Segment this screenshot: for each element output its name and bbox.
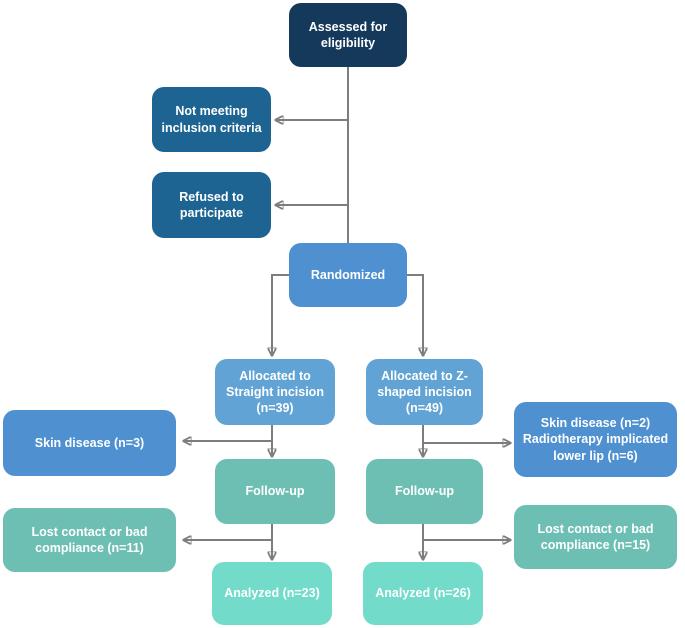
node-label: Analyzed (n=26): [375, 586, 471, 601]
node-label: Allocated to Z- shaped incision (n=49): [377, 368, 472, 416]
node-label: Lost contact or bad compliance (n=11): [31, 524, 148, 555]
node-allocated-straight-incision: Allocated to Straight incision (n=39): [215, 359, 335, 425]
node-label: Skin disease (n=3): [34, 435, 145, 450]
node-label: Refused to participate: [179, 189, 244, 220]
node-label: Randomized: [310, 267, 386, 282]
node-label: Assessed for eligibility: [308, 19, 388, 50]
node-label: Analyzed (n=23): [224, 586, 320, 601]
node-allocated-z-shaped-incision: Allocated to Z- shaped incision (n=49): [366, 359, 483, 425]
path-randomized-to-straight: [272, 274, 289, 355]
node-label: Skin disease (n=2) Radiotherapy implicat…: [522, 416, 669, 463]
node-label: Allocated to Straight incision (n=39): [226, 368, 324, 416]
node-not-meeting-inclusion-criteria: Not meeting inclusion criteria: [152, 87, 271, 152]
node-refused-to-participate: Refused to participate: [152, 172, 271, 238]
node-lost-contact-left: Lost contact or bad compliance (n=11): [3, 508, 176, 572]
node-randomized: Randomized: [289, 243, 407, 307]
node-skin-disease-radiotherapy-right: Skin disease (n=2) Radiotherapy implicat…: [514, 402, 677, 477]
node-label: Not meeting inclusion criteria: [161, 104, 262, 135]
node-label: Lost contact or bad compliance (n=15): [537, 521, 654, 552]
node-assessed-for-eligibility: Assessed for eligibility: [289, 3, 407, 67]
node-skin-disease-left: Skin disease (n=3): [3, 410, 176, 476]
node-label: Follow-up: [394, 484, 454, 499]
node-analyzed-right: Analyzed (n=26): [363, 562, 483, 625]
node-lost-contact-right: Lost contact or bad compliance (n=15): [514, 505, 677, 569]
node-label: Follow-up: [245, 484, 305, 499]
node-analyzed-left: Analyzed (n=23): [212, 562, 332, 625]
node-followup-right: Follow-up: [366, 459, 483, 524]
path-randomized-to-z: [407, 274, 423, 355]
node-followup-left: Follow-up: [215, 459, 335, 524]
